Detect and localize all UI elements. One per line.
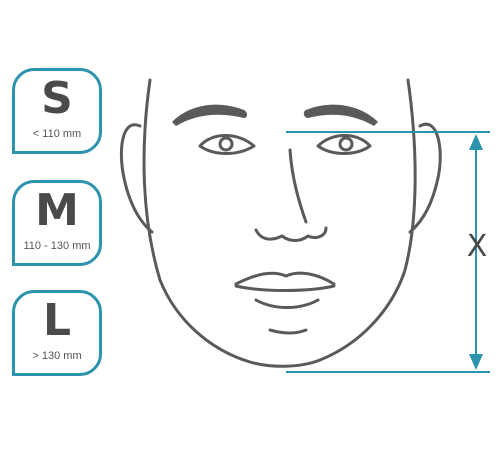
size-letter-m: M bbox=[35, 185, 79, 236]
size-card-m: M 110 - 130 mm bbox=[12, 180, 102, 266]
size-range-l: > 130 mm bbox=[32, 350, 82, 362]
size-letter-l: L bbox=[42, 295, 72, 346]
right-iris bbox=[338, 136, 354, 152]
right-ear bbox=[408, 122, 442, 234]
chin-crease bbox=[268, 328, 308, 335]
right-eyebrow bbox=[303, 104, 378, 126]
lip-line bbox=[234, 284, 336, 292]
size-letter-s: S bbox=[41, 73, 73, 124]
arrow-up-icon bbox=[469, 134, 483, 150]
left-iris bbox=[218, 136, 234, 152]
upper-lip bbox=[234, 271, 336, 286]
left-ear bbox=[119, 123, 154, 234]
nose-bridge bbox=[288, 148, 308, 224]
size-range-m: 110 - 130 mm bbox=[23, 240, 91, 252]
size-card-s: S < 110 mm bbox=[12, 68, 102, 154]
measurement-label: X bbox=[466, 229, 488, 264]
size-card-l: L > 130 mm bbox=[12, 290, 102, 376]
left-eye bbox=[198, 134, 256, 155]
lower-lip bbox=[254, 298, 320, 309]
size-range-s: < 110 mm bbox=[32, 128, 82, 140]
nose-base bbox=[254, 226, 328, 242]
left-eyebrow bbox=[172, 104, 247, 126]
right-eye bbox=[316, 134, 372, 155]
arrow-down-icon bbox=[469, 354, 483, 370]
